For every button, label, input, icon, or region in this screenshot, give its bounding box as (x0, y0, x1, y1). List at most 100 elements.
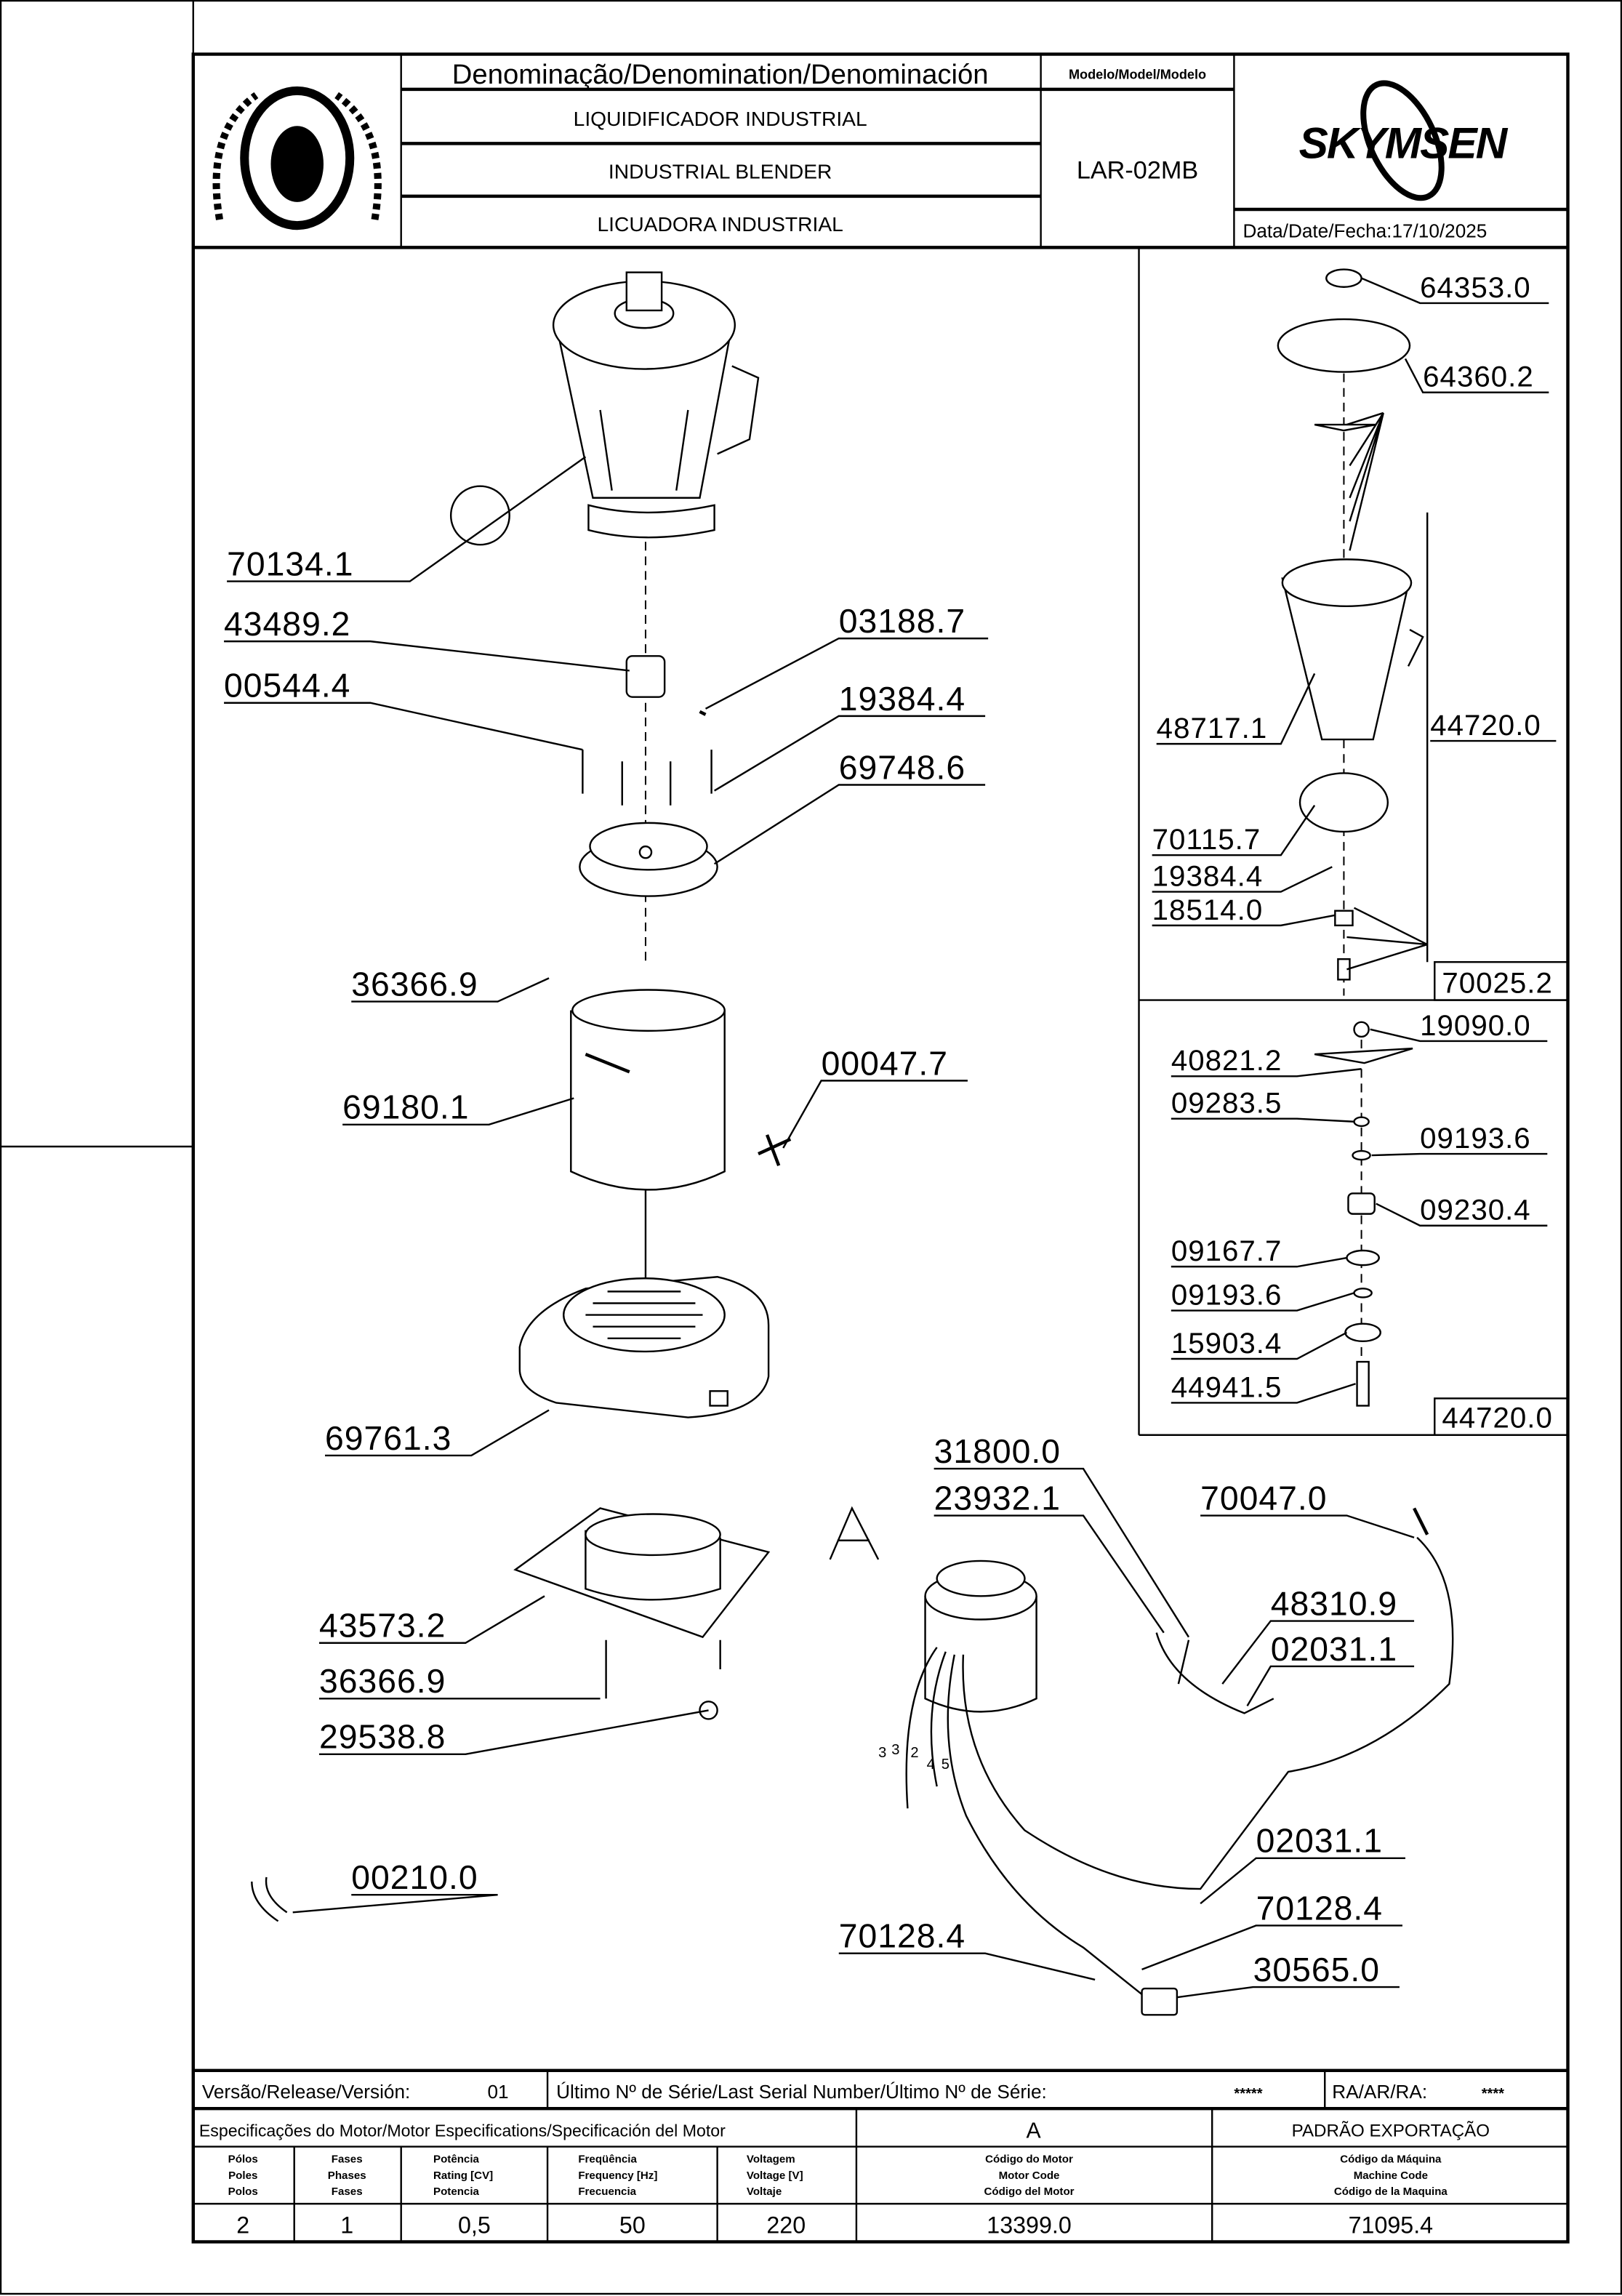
part-label: 18514.0 (1152, 894, 1264, 926)
release-value: 01 (488, 2081, 509, 2103)
spec-col-voltage: Voltagem Voltage [V] Voltaje 220 (747, 2153, 806, 2239)
authorized-service-seal-logo (212, 86, 382, 230)
svg-text:1: 1 (340, 2212, 353, 2238)
ra-label: RA/AR/RA: (1332, 2081, 1427, 2103)
part-label: 09193.6 (1171, 1278, 1282, 1311)
wire-number: 4 (927, 1757, 935, 1773)
model-number: LAR-02MB (1077, 157, 1198, 185)
part-label: 31800.0 (934, 1432, 1061, 1470)
svg-text:Voltagem: Voltagem (747, 2153, 795, 2166)
standard-label: PADRÃO EXPORTAÇÃO (1292, 2121, 1490, 2140)
jar-assembly-detail (1277, 268, 1428, 996)
svg-text:Voltage [V]: Voltage [V] (747, 2169, 803, 2182)
part-label: 70134.1 (227, 545, 353, 583)
part-label: 43573.2 (319, 1607, 446, 1645)
date-label: Data/Date/Fecha:17/10/2025 (1242, 220, 1487, 241)
part-label: 09283.5 (1171, 1087, 1282, 1120)
part-label: 70025.2 (1442, 967, 1553, 1000)
svg-text:50: 50 (619, 2212, 646, 2238)
title-block-footer: Versão/Release/Versión: 01 Último Nº de … (193, 2068, 1568, 2242)
svg-text:Poles: Poles (228, 2169, 257, 2182)
motor-wiring-detail (905, 1507, 1454, 2016)
part-label: 00210.0 (351, 1858, 478, 1896)
blender-exploded-parts (251, 271, 792, 1922)
svg-text:Phases: Phases (328, 2169, 366, 2182)
part-label: 44720.0 (1430, 709, 1541, 742)
svg-text:Código da Máquina: Código da Máquina (1340, 2153, 1442, 2166)
part-label: 40821.2 (1171, 1044, 1282, 1077)
part-label: 00047.7 (822, 1044, 948, 1082)
model-title: Modelo/Model/Modelo (1069, 68, 1206, 82)
svg-text:SKYMSEN: SKYMSEN (1299, 119, 1509, 168)
svg-text:13399.0: 13399.0 (987, 2212, 1071, 2238)
serial-label: Último Nº de Série/Last Serial Number/Úl… (556, 2081, 1047, 2103)
svg-text:Freqüência: Freqüência (578, 2153, 637, 2166)
part-label: 64360.2 (1423, 361, 1534, 393)
svg-text:Pólos: Pólos (228, 2153, 258, 2166)
wire-number: 2 (910, 1745, 918, 1761)
part-label: 69180.1 (342, 1088, 469, 1126)
denomination-title: Denominação/Denomination/Denominación (452, 59, 989, 90)
svg-text:Polos: Polos (228, 2185, 258, 2198)
part-label: 36366.9 (319, 1662, 446, 1700)
part-labels: 70134.1 43489.2 03188.7 00544.4 19384.4 … (224, 271, 1553, 1988)
spec-col-machine-code: Código da Máquina Machine Code Código de… (1334, 2153, 1448, 2239)
part-label: 19090.0 (1420, 1009, 1531, 1042)
part-label: 64353.0 (1420, 271, 1531, 304)
svg-text:71095.4: 71095.4 (1349, 2212, 1433, 2238)
part-label: 44941.5 (1171, 1370, 1282, 1403)
ra-value: **** (1482, 2086, 1504, 2102)
part-label: 02031.1 (1256, 1822, 1383, 1860)
part-label: 69761.3 (325, 1419, 451, 1457)
svg-text:Código de la Maquina: Código de la Maquina (1334, 2185, 1448, 2198)
part-label: 29538.8 (319, 1718, 446, 1756)
svg-text:0,5: 0,5 (458, 2212, 491, 2238)
part-label: 19384.4 (839, 680, 965, 718)
wire-number: 3 (891, 1742, 899, 1758)
part-label: 00544.4 (224, 667, 350, 705)
part-label: 09230.4 (1420, 1194, 1531, 1227)
product-name-en: INDUSTRIAL BLENDER (609, 160, 832, 183)
part-label: 48310.9 (1271, 1584, 1397, 1622)
motor-ref: A (1026, 2119, 1041, 2143)
svg-text:Potência: Potência (433, 2153, 480, 2166)
part-label: 48717.1 (1157, 712, 1268, 744)
svg-text:Código del Motor: Código del Motor (984, 2185, 1074, 2198)
release-label: Versão/Release/Versión: (202, 2081, 410, 2103)
spec-col-rating: Potência Rating [CV] Potencia 0,5 (433, 2153, 493, 2239)
spec-col-phases: Fases Phases Fases 1 (328, 2153, 366, 2239)
part-label: 03188.7 (839, 602, 965, 640)
part-label: 15903.4 (1171, 1327, 1282, 1360)
svg-text:Fases: Fases (332, 2153, 363, 2166)
svg-text:Potencia: Potencia (433, 2185, 480, 2198)
spec-col-poles: Pólos Poles Polos 2 (228, 2153, 258, 2239)
part-label: 70115.7 (1152, 823, 1261, 856)
blade-assembly-detail (1314, 1021, 1413, 1407)
serial-value: ***** (1234, 2086, 1262, 2102)
part-label: 70047.0 (1200, 1479, 1327, 1517)
spec-col-motor-code: Código do Motor Motor Code Código del Mo… (984, 2153, 1074, 2239)
part-label: 43489.2 (224, 605, 350, 643)
title-block-header: Denominação/Denomination/Denominación Mo… (193, 54, 1568, 249)
svg-text:220: 220 (766, 2212, 806, 2238)
part-label: 09193.6 (1420, 1122, 1531, 1155)
part-label: 70128.4 (1256, 1889, 1383, 1927)
svg-text:Machine Code: Machine Code (1354, 2169, 1428, 2182)
part-label: 70128.4 (839, 1917, 965, 1955)
part-label: 36366.9 (351, 966, 478, 1003)
detail-panels (1138, 247, 1569, 1436)
svg-text:Rating [CV]: Rating [CV] (433, 2169, 493, 2182)
part-label: 69748.6 (839, 748, 965, 786)
svg-text:Voltaje: Voltaje (747, 2185, 782, 2198)
wire-number: 3 (878, 1745, 886, 1761)
product-name-pt: LIQUIDIFICADOR INDUSTRIAL (574, 107, 867, 130)
svg-text:2: 2 (236, 2212, 249, 2238)
part-label: 09167.7 (1171, 1235, 1282, 1267)
leader-lines (224, 277, 1557, 1999)
product-name-es: LICUADORA INDUSTRIAL (598, 212, 843, 236)
svg-text:Frequency [Hz]: Frequency [Hz] (578, 2169, 657, 2182)
skymsen-brand-logo: SKYMSEN (1299, 80, 1510, 201)
part-label: 30565.0 (1253, 1951, 1380, 1988)
